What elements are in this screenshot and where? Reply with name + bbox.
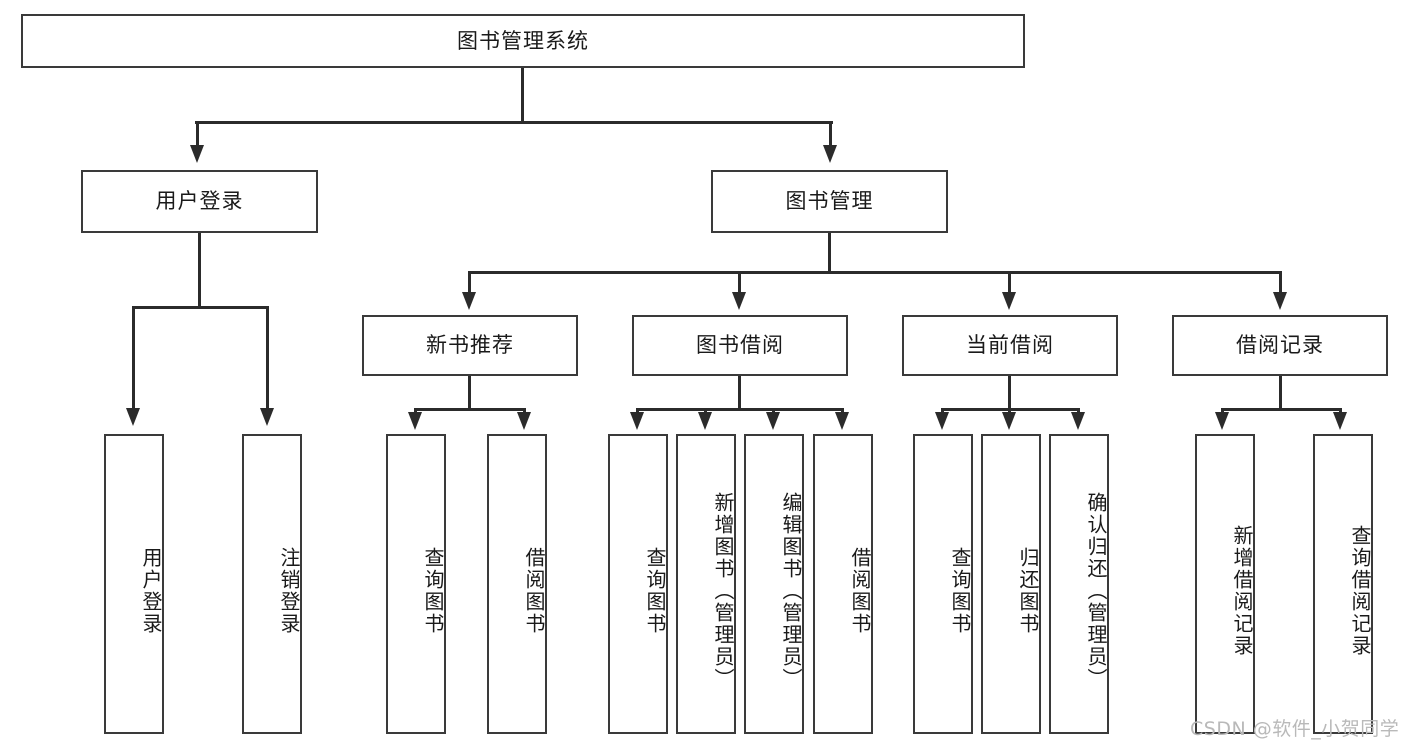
leaf-edit-book[interactable]: 编辑图书（管理员） <box>744 434 804 734</box>
arrowhead-bb-child-4 <box>835 412 849 430</box>
leaf-query-book-2[interactable]: 查询图书 <box>608 434 668 734</box>
edge-cb-stem <box>1008 376 1011 410</box>
edge-level2-drop-3 <box>1008 271 1011 295</box>
edge-level2-drop-2 <box>738 271 741 295</box>
edge-user-login-stem <box>198 233 201 308</box>
edge-bb-drop-2 <box>704 408 707 414</box>
arrowhead-to-book-management <box>823 145 837 163</box>
leaf-logout[interactable]: 注销登录 <box>242 434 302 734</box>
node-book-borrow[interactable]: 图书借阅 <box>632 315 848 376</box>
arrowhead-to-new-book-recommend <box>462 292 476 310</box>
edge-user-login-drop-2 <box>266 306 269 410</box>
edge-level2-drop-4 <box>1279 271 1282 295</box>
leaf-query-book-1[interactable]: 查询图书 <box>386 434 446 734</box>
leaf-add-record[interactable]: 新增借阅记录 <box>1195 434 1255 734</box>
edge-br-stem <box>1279 376 1282 410</box>
edge-user-login-bus <box>132 306 269 309</box>
arrowhead-cb-child-3 <box>1071 412 1085 430</box>
edge-bb-drop-1 <box>636 408 639 414</box>
arrowhead-nbr-child-1 <box>408 412 422 430</box>
edge-level1-drop-1 <box>196 121 199 147</box>
edge-bb-bus <box>636 408 844 411</box>
edge-level1-drop-2 <box>829 121 832 147</box>
arrowhead-bb-child-2 <box>698 412 712 430</box>
edge-book-management-stem <box>828 233 831 273</box>
arrowhead-to-current-borrow <box>1002 292 1016 310</box>
leaf-confirm-return[interactable]: 确认归还（管理员） <box>1049 434 1109 734</box>
edge-bb-drop-4 <box>841 408 844 414</box>
node-borrow-record[interactable]: 借阅记录 <box>1172 315 1388 376</box>
edge-level1-bus <box>195 121 833 124</box>
edge-br-drop-2 <box>1339 408 1342 414</box>
edge-nbr-drop-2 <box>523 408 526 414</box>
edge-bb-stem <box>738 376 741 410</box>
leaf-user-login[interactable]: 用户登录 <box>104 434 164 734</box>
edge-cb-drop-1 <box>941 408 944 414</box>
edge-br-drop-1 <box>1221 408 1224 414</box>
edge-level2-drop-1 <box>468 271 471 295</box>
edge-nbr-drop-1 <box>414 408 417 414</box>
arrowhead-to-user-login <box>190 145 204 163</box>
node-book-management[interactable]: 图书管理 <box>711 170 948 233</box>
arrowhead-cb-child-1 <box>935 412 949 430</box>
arrowhead-to-leaf-logout <box>260 408 274 426</box>
edge-user-login-drop-1 <box>132 306 135 410</box>
edge-cb-drop-2 <box>1008 408 1011 414</box>
node-user-login[interactable]: 用户登录 <box>81 170 318 233</box>
leaf-borrow-book-2[interactable]: 借阅图书 <box>813 434 873 734</box>
node-current-borrow[interactable]: 当前借阅 <box>902 315 1118 376</box>
node-new-book-recommend[interactable]: 新书推荐 <box>362 315 578 376</box>
node-root-system[interactable]: 图书管理系统 <box>21 14 1025 68</box>
arrowhead-nbr-child-2 <box>517 412 531 430</box>
arrowhead-br-child-2 <box>1333 412 1347 430</box>
edge-bb-drop-3 <box>772 408 775 414</box>
edge-cb-drop-3 <box>1077 408 1080 414</box>
arrowhead-br-child-1 <box>1215 412 1229 430</box>
edge-nbr-stem <box>468 376 471 410</box>
arrowhead-to-book-borrow <box>732 292 746 310</box>
leaf-query-record[interactable]: 查询借阅记录 <box>1313 434 1373 734</box>
leaf-borrow-book-1[interactable]: 借阅图书 <box>487 434 547 734</box>
leaf-return-book[interactable]: 归还图书 <box>981 434 1041 734</box>
arrowhead-to-leaf-user-login <box>126 408 140 426</box>
arrowhead-bb-child-1 <box>630 412 644 430</box>
leaf-query-book-3[interactable]: 查询图书 <box>913 434 973 734</box>
arrowhead-cb-child-2 <box>1002 412 1016 430</box>
edge-br-bus <box>1221 408 1342 411</box>
arrowhead-bb-child-3 <box>766 412 780 430</box>
csdn-watermark: CSDN @软件_小贺同学 <box>1190 718 1400 740</box>
leaf-add-book[interactable]: 新增图书（管理员） <box>676 434 736 734</box>
arrowhead-to-borrow-record <box>1273 292 1287 310</box>
edge-nbr-bus <box>414 408 526 411</box>
edge-root-stem <box>521 68 524 122</box>
edge-level2-bus <box>468 271 1282 274</box>
